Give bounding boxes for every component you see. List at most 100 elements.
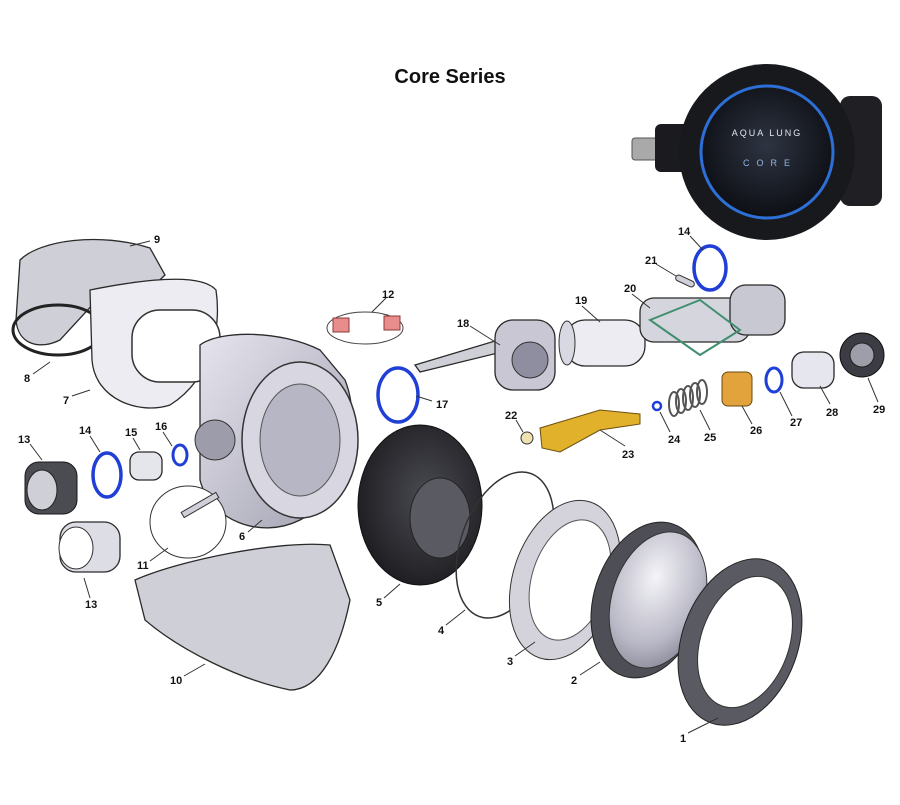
- callout-25: 25: [704, 432, 716, 444]
- part-20-valve-body: [639, 284, 786, 357]
- part-21-pin: [675, 274, 695, 288]
- leader-21: [655, 263, 677, 277]
- leader-17: [415, 395, 433, 402]
- leader-24: [659, 411, 671, 433]
- part-18-lever: [413, 319, 556, 391]
- leader-1: [687, 717, 719, 734]
- part-12-clip: [326, 311, 404, 345]
- callout-14-top: 14: [678, 226, 691, 238]
- callout-3: 3: [507, 656, 513, 668]
- valve-body-end: [729, 284, 786, 336]
- callout-28: 28: [826, 407, 838, 419]
- part-11-exhaust-valve: [149, 485, 227, 559]
- callout-11: 11: [137, 560, 149, 572]
- part-16-o-ring: [171, 443, 189, 467]
- part-13-nut-bottom: [58, 521, 121, 573]
- leader-7: [71, 389, 91, 397]
- leader-4: [445, 609, 466, 626]
- part-14-o-ring-left: [91, 451, 123, 499]
- leader-11: [149, 547, 169, 562]
- callout-4: 4: [438, 625, 445, 637]
- callout-15: 15: [125, 427, 137, 439]
- callout-14-left: 14: [79, 425, 92, 437]
- leader-28: [819, 385, 831, 405]
- callout-5: 5: [376, 597, 382, 609]
- clip-tab-right: [383, 315, 401, 331]
- leader-22: [515, 419, 524, 433]
- body-side-port: [194, 419, 236, 461]
- nut-bottom-face: [58, 526, 94, 570]
- leader-12: [371, 297, 387, 313]
- part-23-poppet: [539, 409, 641, 453]
- callout-1: 1: [680, 733, 686, 745]
- part-24-o-ring: [651, 400, 663, 412]
- leader-13-top: [29, 443, 43, 461]
- part-17-o-ring: [376, 366, 420, 424]
- part-5-diaphragm: [357, 424, 483, 586]
- leader-27: [779, 391, 793, 417]
- leader-19: [581, 305, 601, 323]
- tube-body: [564, 319, 646, 367]
- body-inner: [259, 383, 341, 497]
- part-1-bezel: [677, 558, 803, 726]
- callout-13-top: 13: [18, 434, 30, 446]
- leader-14-top: [689, 235, 704, 251]
- part-6-second-stage-body: [194, 333, 359, 529]
- part-28-fitting: [791, 351, 835, 389]
- leader-13-bottom: [83, 577, 91, 599]
- exhaust-valve-stem: [180, 491, 220, 519]
- part-10-lower-housing: [134, 543, 351, 691]
- leader-9: [129, 240, 151, 247]
- part-15-adapter: [129, 451, 163, 481]
- part-22-seat: [520, 431, 534, 445]
- leader-25: [699, 409, 711, 431]
- callout-10: 10: [170, 675, 182, 687]
- leader-8: [32, 361, 51, 375]
- leader-14-left: [89, 435, 101, 453]
- callout-7: 7: [63, 395, 69, 407]
- lever-bore: [511, 341, 549, 379]
- leader-6: [247, 519, 263, 533]
- leader-15: [132, 437, 141, 451]
- callout-18: 18: [457, 318, 469, 330]
- leader-lines: [29, 235, 879, 734]
- leader-18: [469, 325, 501, 346]
- part-19-inlet-tube: [558, 319, 646, 367]
- leader-20: [631, 293, 651, 309]
- part-14-o-ring-top: [692, 244, 728, 292]
- callout-17: 17: [436, 399, 448, 411]
- leader-10: [183, 663, 206, 677]
- callout-22: 22: [505, 410, 517, 422]
- callout-8: 8: [24, 373, 30, 385]
- nut-top-face: [26, 469, 58, 511]
- callout-13-bottom: 13: [85, 599, 97, 611]
- clip-ring: [326, 311, 404, 345]
- model-logo-text: CORE: [743, 158, 797, 168]
- callout-21: 21: [645, 255, 657, 267]
- part-25-spring: [668, 379, 708, 417]
- callout-6: 6: [239, 531, 245, 543]
- leader-29: [867, 377, 879, 403]
- leader-3: [514, 641, 536, 657]
- leader-2: [579, 661, 601, 676]
- regulator-face: [699, 84, 835, 220]
- part-26-orifice-nut: [721, 371, 753, 407]
- leader-26: [741, 405, 753, 425]
- callout-labels: 1 2 3 4 5 6 7 8 9 10 11 12 13 13 14 14 1…: [18, 226, 885, 745]
- part-mouthpiece-assembly: [11, 238, 221, 409]
- callout-29: 29: [873, 404, 885, 416]
- callout-2: 2: [571, 675, 577, 687]
- clip-tab-left: [332, 317, 350, 333]
- callout-27: 27: [790, 417, 802, 429]
- callout-12: 12: [382, 289, 394, 301]
- leader-5: [383, 583, 401, 599]
- callout-26: 26: [750, 425, 762, 437]
- diagram-title: Core Series: [394, 66, 506, 88]
- valve-lever-wire: [647, 298, 742, 357]
- part-27-o-ring: [764, 366, 784, 394]
- tube-end: [558, 320, 576, 366]
- callout-23: 23: [622, 449, 634, 461]
- regulator-product-image: AQUA LUNG CORE: [631, 64, 882, 240]
